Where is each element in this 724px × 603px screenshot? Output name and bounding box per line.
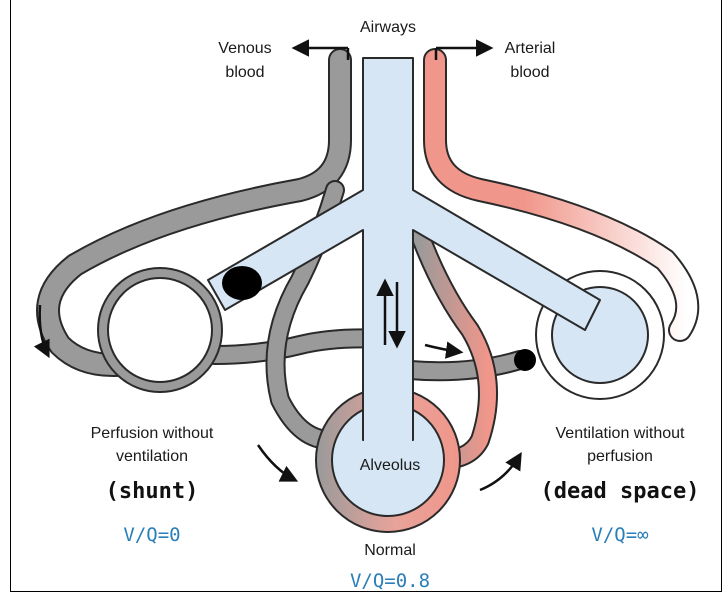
airway-tree [208, 58, 600, 460]
shunt-term: (shunt) [106, 479, 199, 504]
airways-label: Airways [360, 19, 416, 36]
normal-vq: V/Q=0.8 [350, 570, 430, 592]
airway-blockage [222, 266, 262, 300]
venous-label-line1: Venous [218, 40, 271, 57]
arterial-label-line1: Arterial [505, 40, 556, 57]
shunt-label-line1: Perfusion without [91, 425, 214, 442]
venous-label-line2: blood [225, 64, 264, 81]
arterial-vessel [418, 60, 687, 460]
arterial-label-line2: blood [510, 64, 549, 81]
shunt-alveolus [108, 278, 212, 382]
shunt-label-line2: ventilation [116, 448, 188, 465]
deadspace-term: (dead space) [541, 479, 700, 504]
deadspace-label-line2: perfusion [587, 448, 653, 465]
vessel-blockage [514, 349, 536, 371]
shunt-vq: V/Q=0 [123, 524, 180, 546]
deadspace-label-line1: Ventilation without [556, 425, 686, 442]
deadspace-vq: V/Q=∞ [591, 524, 648, 546]
alveolus-label: Alveolus [360, 457, 420, 474]
normal-label: Normal [364, 542, 416, 559]
